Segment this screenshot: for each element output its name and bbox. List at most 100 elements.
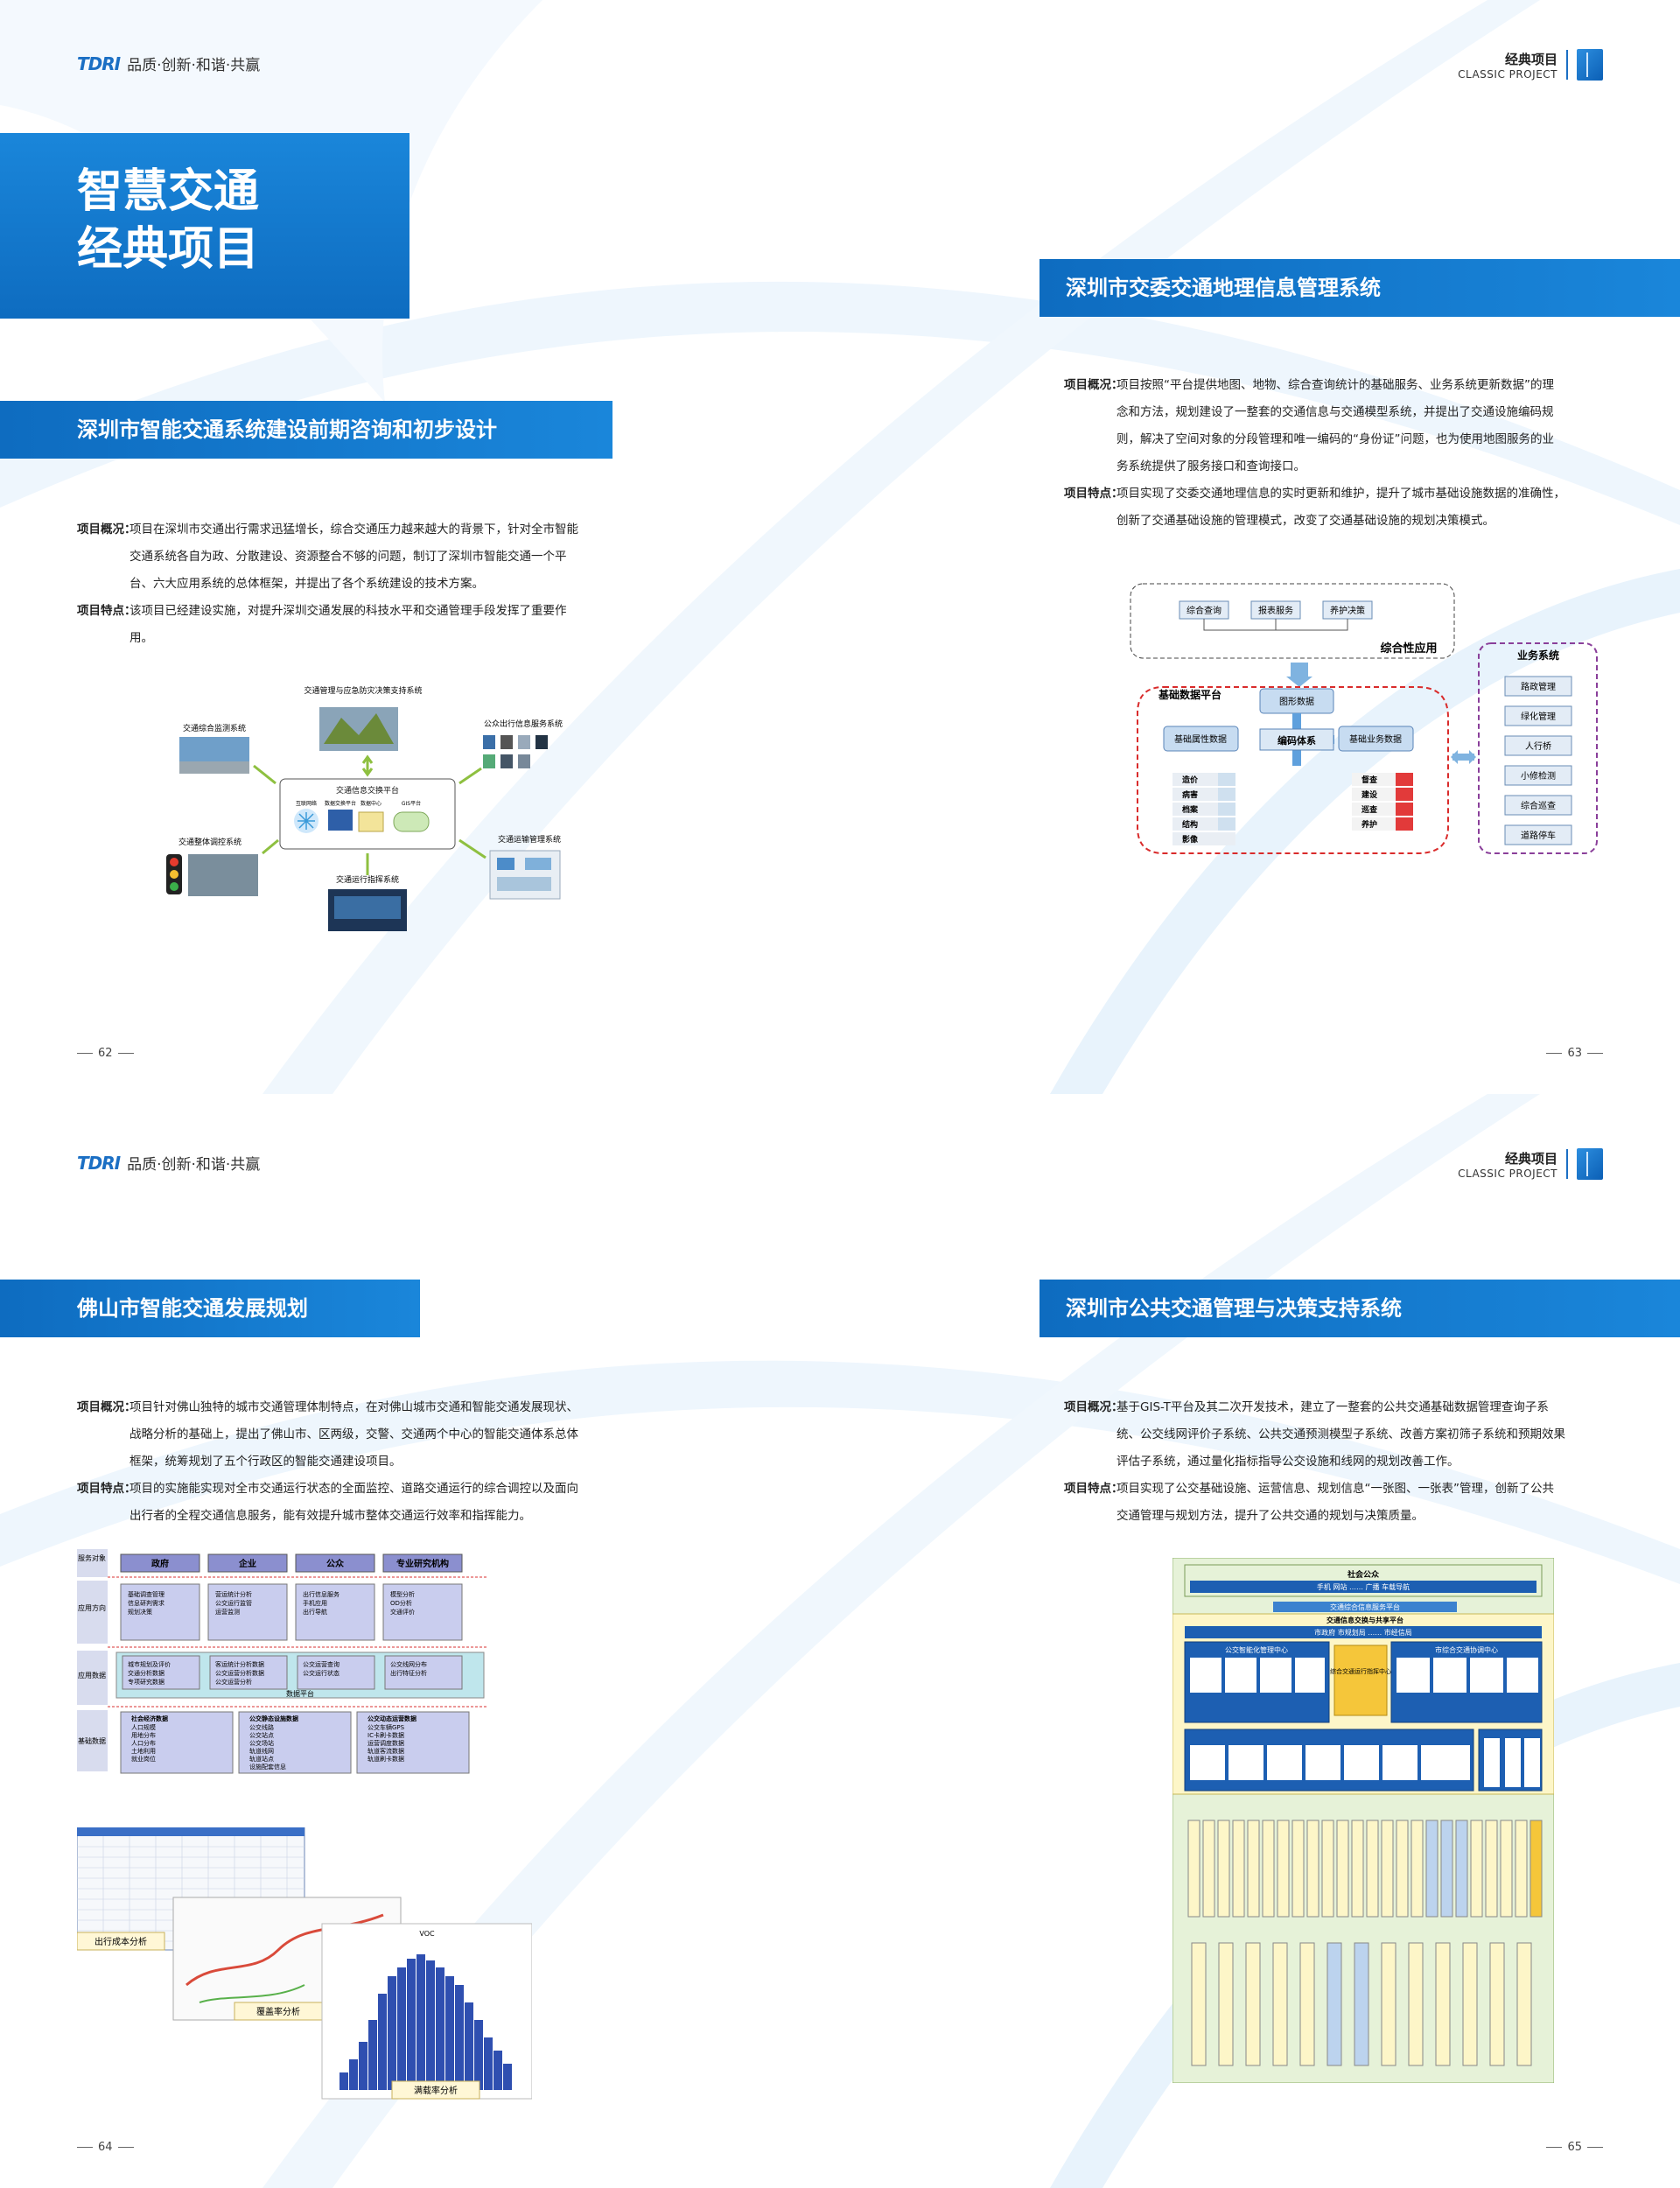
brand-mark-left: TDRI 品质·创新·和谐·共赢 (77, 53, 261, 75)
subsystem-box (1396, 1820, 1409, 1918)
hero-line-2: 经典项目 (77, 223, 260, 276)
foshan-analysis-figures: 出行成本分析 覆盖率分析 VOC 满载率分析 (77, 1827, 532, 2100)
subsystem-box (1530, 1820, 1543, 1918)
node-left-top-label: 交通综合监测系统 (183, 723, 246, 733)
section-title-64: 佛山市智能交通发展规划 (0, 1280, 420, 1337)
svg-text:专项研究数据: 专项研究数据 (128, 1678, 164, 1686)
svg-text:轨道刷卡数据: 轨道刷卡数据 (368, 1755, 404, 1763)
svg-text:基础调查管理: 基础调查管理 (128, 1590, 164, 1598)
svg-text:公交线网分布: 公交线网分布 (390, 1660, 427, 1668)
svg-text:基础数据: 基础数据 (78, 1736, 106, 1745)
node-right-top-label: 公众出行信息服务系统 (484, 719, 563, 729)
svg-text:就业岗位: 就业岗位 (131, 1755, 156, 1763)
classic-project-badge: 经典项目 CLASSIC PROJECT (1458, 49, 1603, 81)
book-icon (1577, 1148, 1603, 1180)
histogram-bar (368, 2020, 377, 2090)
svg-text:病害: 病害 (1182, 789, 1198, 800)
subsystem-box (1455, 1820, 1468, 1918)
svg-text:轨道客流数据: 轨道客流数据 (368, 1747, 404, 1755)
graphic-data: 图形数据 (1279, 696, 1314, 707)
histogram-bar (465, 2002, 473, 2090)
gis-system-diagram: 综合查询 报表服务 养护决策 综合性应用 基础数据平台 图形数据 编码体系 基础… (1130, 583, 1598, 854)
spread-62-63: TDRI 品质·创新·和谐·共赢 经典项目 CLASSIC PROJECT 智慧… (0, 0, 1680, 1094)
histogram-bar (378, 1994, 387, 2090)
subsystem-box (1489, 1942, 1505, 2066)
node-left-bottom-label: 交通整体调控系统 (178, 837, 242, 847)
svg-text:综合巡查: 综合巡查 (1521, 800, 1556, 811)
public-transit-system-diagram: 社会公众 手机 网站 …… 广播 车载导航 交通综合信息服务平台 交通信息交换与… (1172, 1558, 1554, 2083)
app-query: 综合查询 (1186, 605, 1222, 616)
histogram-bar (426, 1960, 435, 2090)
page-number-64: 64 (77, 2141, 134, 2154)
subsystem-box (1515, 1820, 1528, 1918)
svg-text:公交运营分析: 公交运营分析 (215, 1678, 252, 1686)
svg-text:建设: 建设 (1362, 789, 1378, 800)
subsystem-box (1500, 1820, 1513, 1918)
subsystem-box (1381, 1820, 1394, 1918)
brand-slogan: 品质·创新·和谐·共赢 (127, 57, 261, 74)
subsystem-box (1326, 1942, 1342, 2066)
svg-text:信息研判需求: 信息研判需求 (128, 1599, 164, 1607)
hero-line-1: 智慧交通 (77, 165, 260, 218)
attr-data: 基础属性数据 (1174, 733, 1227, 745)
svg-text:人口规模: 人口规模 (131, 1723, 156, 1731)
svg-text:土地利用: 土地利用 (131, 1747, 156, 1755)
app-report: 报表服务 (1258, 605, 1293, 616)
svg-text:绿化管理: 绿化管理 (1521, 711, 1556, 722)
subsystem-box (1408, 1942, 1424, 2066)
subsystem-box (1381, 1942, 1396, 2066)
svg-text:督查: 督查 (1362, 775, 1378, 785)
svg-text:运营调度数据: 运营调度数据 (368, 1739, 404, 1747)
book-icon (1577, 49, 1603, 81)
histogram-bar (349, 2059, 358, 2090)
svg-text:公交站点: 公交站点 (249, 1731, 274, 1739)
system-items: 路政管理 绿化管理 人行桥 小修检测 综合巡查 道路停车 (1504, 676, 1572, 845)
section-title-62: 深圳市智能交通系统建设前期咨询和初步设计 (0, 401, 612, 459)
svg-text:公交运营分析数据: 公交运营分析数据 (215, 1669, 264, 1677)
description-64: 项目概况： 项目针对佛山独特的城市交通管理体制特点，在对佛山城市交通和智能交通发… (77, 1394, 620, 1530)
subsystem-box (1202, 1820, 1215, 1918)
classic-project-badge-2: 经典项目 CLASSIC PROJECT (1458, 1148, 1603, 1180)
histogram-bar (445, 1976, 454, 2090)
svg-text:档案: 档案 (1182, 804, 1199, 815)
svg-text:模型分析: 模型分析 (390, 1590, 415, 1598)
channels: 手机 网站 …… 广播 车载导航 (1317, 1582, 1410, 1591)
feature-62: 项目特点： 该项目已经建设实施，对提升深圳交通发展的科技水平和交通管理手段发挥了… (77, 604, 567, 645)
subsystem-columns (1187, 1820, 1543, 2066)
svg-text:政府: 政府 (151, 1558, 169, 1569)
subsystem-box (1516, 1942, 1532, 2066)
subsystem-box (1351, 1820, 1364, 1918)
departments: 市政府 市规划局 …… 市经信局 (1314, 1628, 1412, 1637)
biz-data: 基础业务数据 (1349, 733, 1402, 745)
subsystem-box (1410, 1820, 1424, 1918)
histogram-bar (494, 2051, 502, 2090)
histogram-bar (436, 1967, 444, 2090)
histogram-bar (388, 1976, 396, 2090)
histogram-bar (359, 2042, 368, 2090)
description-65: 项目概况： 基于GIS-T平台及其二次开发技术，建立了一整套的公共交通基础数据管… (1064, 1394, 1615, 1530)
svg-text:应用数据: 应用数据 (78, 1671, 106, 1680)
classic-cn: 经典项目 (1504, 51, 1558, 67)
overview-62: 项目概况： 项目在深圳市交通出行需求迅猛增长，综合交通压力越来越大的背景下，针对… (77, 522, 578, 591)
overview-63: 项目概况： 项目按照“平台提供地图、地物、综合查询统计的基础服务、业务系统更新数… (1064, 378, 1554, 473)
center-item-1: 互联网络 (296, 800, 317, 807)
center-item-3: 数据中心 (360, 800, 382, 807)
svg-text:手机应用: 手机应用 (303, 1599, 327, 1607)
subsystem-box (1299, 1942, 1315, 2066)
section-title-63: 深圳市交委交通地理信息管理系统 (1040, 259, 1680, 317)
svg-text:出行导航: 出行导航 (303, 1608, 327, 1616)
subsystem-box (1485, 1820, 1498, 1918)
feature-63: 项目特点： 项目实现了交委交通地理信息的实时更新和维护，提升了城市基础设施数据的… (1064, 487, 1565, 528)
svg-text:影像: 影像 (1182, 834, 1199, 845)
subsystem-box (1262, 1820, 1275, 1918)
caption-load: 满载率分析 (414, 2085, 458, 2096)
coding-system: 编码体系 (1278, 734, 1316, 747)
subsystem-box (1462, 1942, 1478, 2066)
subsystem-box (1218, 1942, 1234, 2066)
feature-65: 项目特点： 项目实现了公交基础设施、运营信息、规划信息“一张图、一张表”管理，创… (1064, 1482, 1554, 1523)
svg-text:数据平台: 数据平台 (286, 1689, 314, 1698)
subsystem-box (1440, 1820, 1453, 1918)
platform-title: 基础数据平台 (1158, 688, 1222, 701)
svg-text:出行信息服务: 出行信息服务 (303, 1590, 340, 1598)
svg-text:造价: 造价 (1182, 775, 1199, 785)
